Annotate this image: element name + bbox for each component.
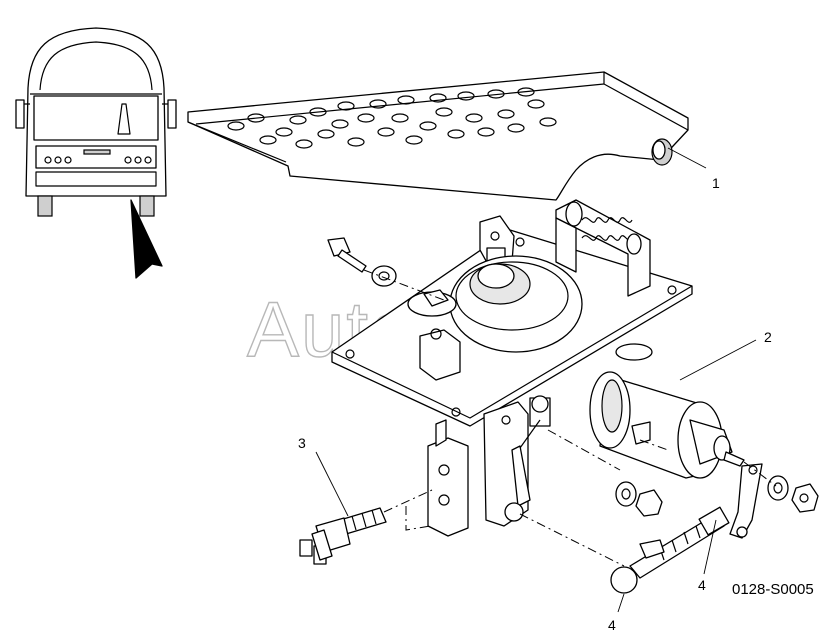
bus-headlights: [44, 149, 152, 164]
callout-label-4-lower: 4: [608, 617, 616, 633]
ball-joint-rod: [610, 506, 730, 594]
location-arrow: [130, 199, 163, 279]
lever-arm: [729, 463, 763, 539]
pedal-plate: [187, 71, 689, 201]
callout-1: 1: [667, 147, 720, 191]
return-spring: [581, 217, 633, 241]
limit-switch: [299, 507, 387, 565]
callout-2: 2: [679, 329, 772, 381]
rubber-boot: [449, 255, 583, 353]
callout-label-4-right: 4: [698, 577, 706, 593]
sensor-cylinder: [589, 343, 745, 479]
washers-nut-right: [767, 475, 819, 513]
callout-label-3: 3: [298, 435, 306, 451]
drawing-code: 0128-S0005: [732, 581, 814, 598]
callout-label-2: 2: [764, 329, 772, 345]
bolt-washer-upper: [327, 237, 397, 287]
callout-4-right: 4: [698, 519, 717, 593]
bus-front-locator: [15, 27, 177, 279]
assembly-lines: [363, 269, 777, 567]
pedal-holes: [227, 87, 557, 149]
washers-nut-lower: [615, 481, 663, 517]
callout-4-lower: 4: [608, 593, 625, 633]
callout-label-1: 1: [712, 175, 720, 191]
lower-bracket: [427, 395, 551, 537]
spring-bracket: [555, 199, 651, 297]
callout-3: 3: [298, 435, 349, 517]
center-nut-stack: [407, 289, 461, 381]
